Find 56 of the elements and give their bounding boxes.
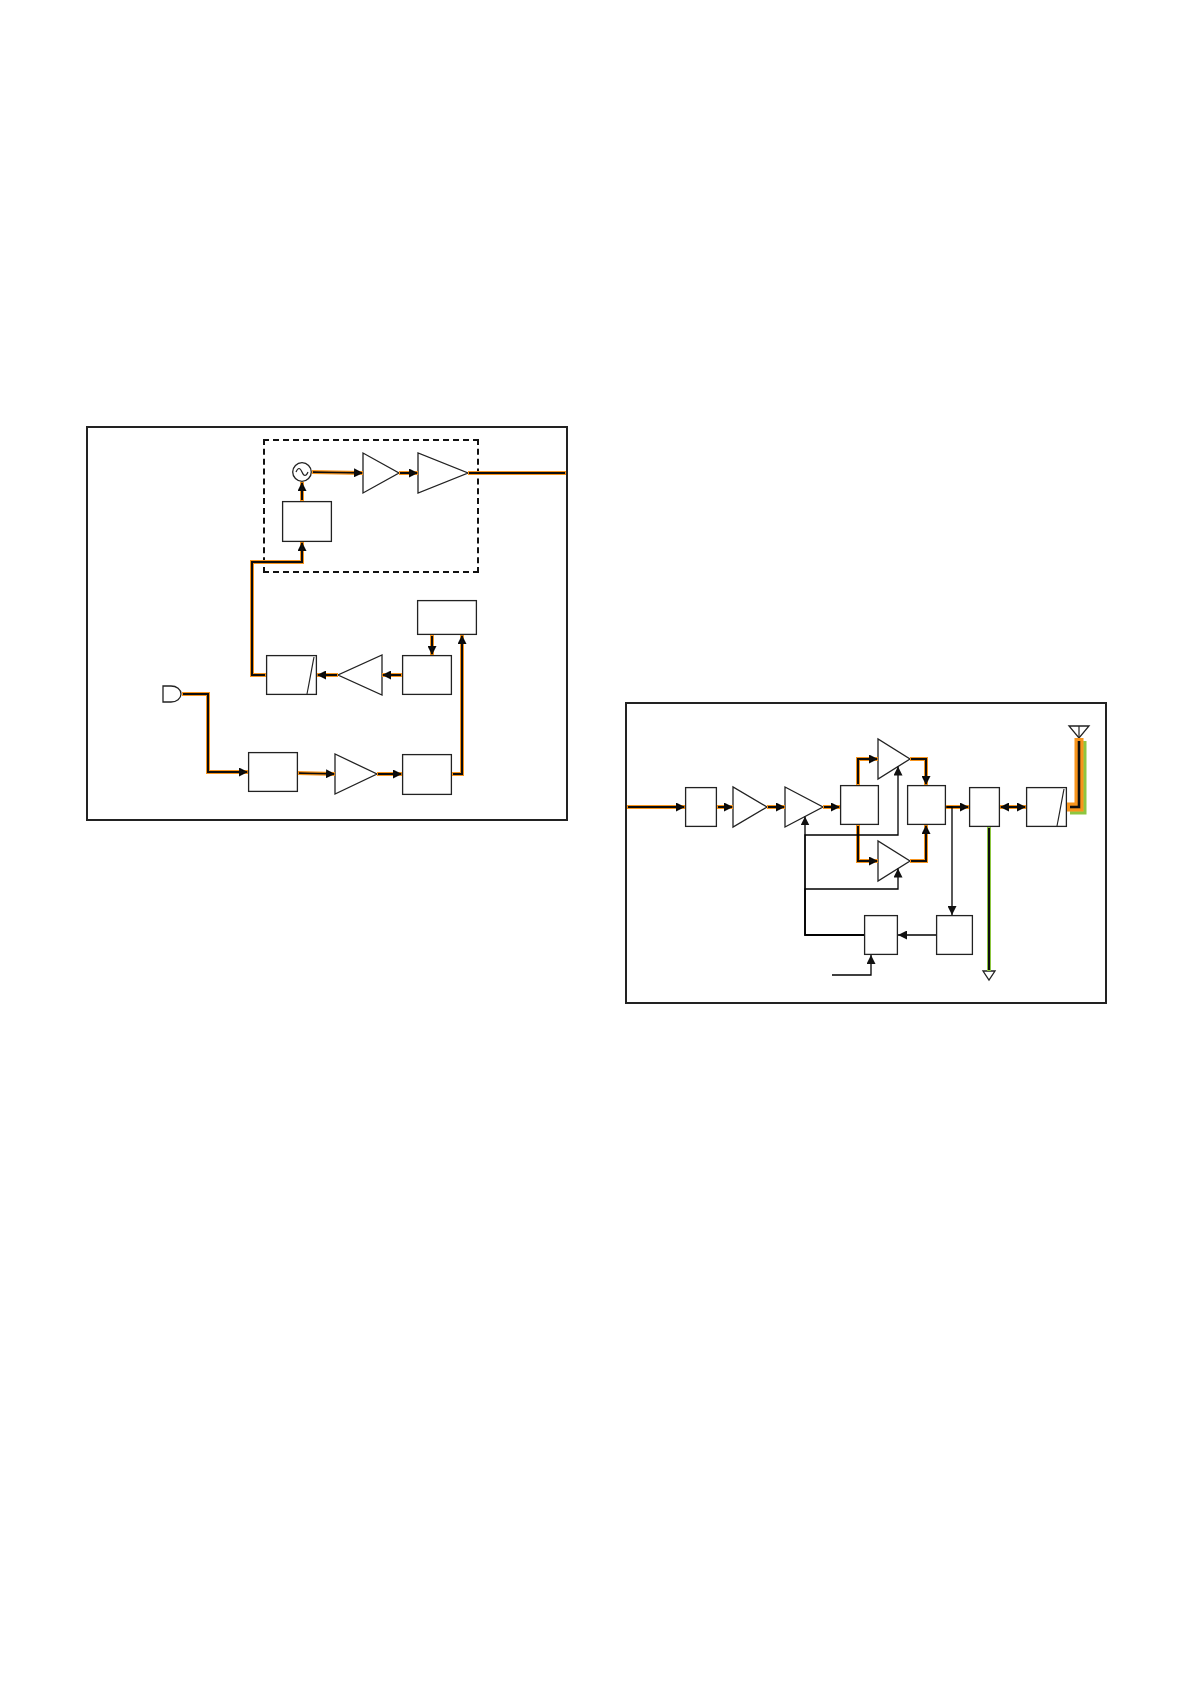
arrow bbox=[804, 867, 903, 936]
diagram-frame bbox=[86, 426, 568, 821]
block-box bbox=[936, 915, 973, 955]
oscillator-symbol bbox=[292, 462, 312, 482]
arrow bbox=[297, 769, 336, 779]
arrow bbox=[297, 482, 307, 501]
arrow bbox=[946, 802, 969, 812]
block-box bbox=[864, 915, 898, 955]
microphone-symbol bbox=[162, 685, 182, 703]
amplifier-symbol bbox=[878, 841, 910, 881]
converter-box bbox=[266, 655, 317, 695]
block-box bbox=[282, 501, 332, 542]
block-box bbox=[685, 787, 717, 827]
amplifier-symbol bbox=[878, 739, 910, 779]
arrow bbox=[250, 542, 307, 677]
arrow bbox=[856, 825, 878, 866]
arrow bbox=[627, 802, 685, 812]
arrow bbox=[767, 802, 785, 812]
arrow bbox=[910, 825, 931, 863]
block-box bbox=[402, 754, 452, 795]
amplifier-symbol bbox=[363, 453, 399, 493]
arrow bbox=[856, 754, 878, 785]
arrow bbox=[377, 769, 402, 779]
antenna-symbol bbox=[1069, 726, 1089, 738]
converter-box bbox=[1026, 787, 1067, 827]
port-symbol bbox=[983, 971, 995, 980]
amplifier-symbol bbox=[335, 754, 377, 794]
arrow bbox=[399, 468, 418, 478]
arrow bbox=[831, 954, 876, 976]
block-box bbox=[840, 785, 879, 825]
block-box bbox=[248, 752, 298, 792]
arrow bbox=[427, 635, 437, 655]
block-box bbox=[417, 600, 477, 635]
diagram-frame bbox=[625, 702, 1107, 1004]
arrow bbox=[1000, 802, 1026, 812]
arrow bbox=[897, 930, 937, 940]
dashed-group-outline bbox=[263, 439, 479, 573]
amplifier-symbol bbox=[733, 787, 767, 827]
arrow bbox=[182, 692, 248, 777]
arrow bbox=[382, 670, 402, 680]
amplifier-symbol bbox=[338, 655, 382, 695]
arrow bbox=[945, 806, 957, 916]
connector-line bbox=[1067, 738, 1084, 812]
amplifier-symbol bbox=[418, 453, 468, 493]
arrow bbox=[823, 802, 840, 812]
connector-line bbox=[987, 827, 991, 971]
arrow bbox=[317, 670, 338, 680]
arrow bbox=[452, 635, 467, 776]
block-box bbox=[969, 787, 1000, 827]
arrow bbox=[311, 468, 364, 478]
block-box bbox=[907, 785, 946, 825]
arrow bbox=[910, 757, 931, 785]
arrow bbox=[717, 802, 733, 812]
connector-line bbox=[468, 471, 566, 475]
amplifier-symbol bbox=[785, 787, 823, 827]
block-box bbox=[402, 655, 452, 695]
